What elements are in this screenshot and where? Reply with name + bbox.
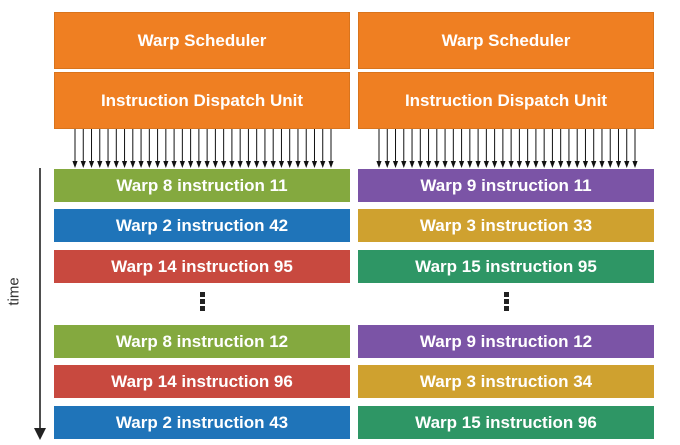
dispatch-lane-arrowhead xyxy=(450,161,456,168)
instruction-row-right-5: Warp 3 instruction 34 xyxy=(358,365,654,398)
dispatch-lane-arrowhead xyxy=(508,161,514,168)
dispatch-lane-arrowhead xyxy=(392,161,399,168)
instruction-row-right-2: Warp 3 instruction 33 xyxy=(358,209,654,242)
dispatch-lane-arrowhead xyxy=(72,161,78,168)
ellipsis-dots-left xyxy=(198,292,206,313)
dispatch-lane-arrowhead xyxy=(130,161,136,168)
dispatch-lane-arrowhead xyxy=(237,161,243,168)
instruction-row-right-6: Warp 15 instruction 96 xyxy=(358,406,654,439)
dispatch-lane-arrowhead xyxy=(221,161,227,168)
dispatch-lane-arrowhead xyxy=(171,161,177,168)
dispatch-lane-arrowhead xyxy=(270,161,276,168)
instruction-row-left-1: Warp 8 instruction 11 xyxy=(54,169,350,202)
dispatch-lane-arrowhead xyxy=(409,161,415,168)
dispatch-lane-arrowhead xyxy=(624,161,630,168)
dispatch-lane-arrowhead xyxy=(525,161,531,168)
dispatch-lane-arrowhead xyxy=(188,161,194,168)
instruction-dispatch-unit-box: Instruction Dispatch Unit xyxy=(54,72,350,129)
dispatch-lane-arrowhead xyxy=(287,161,293,168)
dispatch-lane-arrowhead xyxy=(97,161,103,168)
dispatch-lane-arrowhead xyxy=(376,161,382,168)
dispatch-lane-arrowhead xyxy=(566,161,572,168)
dispatch-arrows xyxy=(376,129,638,168)
dispatch-lane-arrowhead xyxy=(245,161,252,168)
dispatch-lane-arrowhead xyxy=(442,161,448,168)
dispatch-lane-arrowhead xyxy=(541,161,547,168)
dispatch-lane-arrowhead xyxy=(295,161,301,168)
time-axis xyxy=(34,168,46,440)
dispatch-lane-arrowhead xyxy=(401,161,407,168)
dispatch-lane-arrowhead xyxy=(483,161,489,168)
instruction-row-right-4: Warp 9 instruction 12 xyxy=(358,325,654,358)
dispatch-lane-arrowhead xyxy=(607,161,613,168)
dispatch-lane-arrowhead xyxy=(278,161,285,168)
dispatch-lane-arrowhead xyxy=(204,161,210,168)
dispatch-lane-arrowhead xyxy=(574,161,580,168)
dispatch-lane-arrowhead xyxy=(599,161,605,168)
dispatch-lane-arrowhead xyxy=(212,161,218,168)
dispatch-lane-arrowhead xyxy=(88,161,95,168)
warp-scheduler-box: Warp Scheduler xyxy=(358,12,654,69)
dispatch-lane-arrowhead xyxy=(105,161,111,168)
instruction-row-left-5: Warp 14 instruction 96 xyxy=(54,365,350,398)
dispatch-lane-arrowhead xyxy=(146,161,152,168)
dispatch-lane-arrowhead xyxy=(320,161,326,168)
warp-scheduler-box: Warp Scheduler xyxy=(54,12,350,69)
dispatch-lane-arrowhead xyxy=(516,161,522,168)
dispatch-lane-arrowhead xyxy=(229,161,235,168)
dispatch-lane-arrowhead xyxy=(163,161,169,168)
dispatch-lane-arrowhead xyxy=(582,161,589,168)
instruction-row-left-2: Warp 2 instruction 42 xyxy=(54,209,350,242)
dispatch-lane-arrowhead xyxy=(328,161,334,168)
dispatch-lane-arrowhead xyxy=(533,161,539,168)
dispatch-lane-arrowhead xyxy=(113,161,119,168)
time-axis-label: time xyxy=(5,277,23,306)
dispatch-lane-arrowhead xyxy=(384,161,390,168)
instruction-row-right-3: Warp 15 instruction 95 xyxy=(358,250,654,283)
instruction-row-right-1: Warp 9 instruction 11 xyxy=(358,169,654,202)
ellipsis-dots-right xyxy=(502,292,510,313)
dispatch-lane-arrowhead xyxy=(558,161,564,168)
dispatch-lane-arrowhead xyxy=(121,161,128,168)
dispatch-lane-arrowhead xyxy=(303,161,309,168)
dispatch-lane-arrowhead xyxy=(632,161,638,168)
dispatch-lane-arrowhead xyxy=(417,161,423,168)
dispatch-lane-arrowhead xyxy=(492,161,498,168)
dispatch-lane-arrowhead xyxy=(262,161,268,168)
dispatch-lane-arrowhead xyxy=(311,161,318,168)
dispatch-lane-arrowhead xyxy=(138,161,144,168)
instruction-row-left-4: Warp 8 instruction 12 xyxy=(54,325,350,358)
instruction-row-left-6: Warp 2 instruction 43 xyxy=(54,406,350,439)
dispatch-lane-arrowhead xyxy=(591,161,597,168)
dispatch-lane-arrowhead xyxy=(500,161,506,168)
dispatch-lane-arrowhead xyxy=(615,161,622,168)
dispatch-lane-arrowhead xyxy=(196,161,202,168)
dispatch-lane-arrowhead xyxy=(467,161,473,168)
instruction-dispatch-unit-box: Instruction Dispatch Unit xyxy=(358,72,654,129)
dispatch-lane-arrowhead xyxy=(425,161,432,168)
dispatch-lane-arrowhead xyxy=(254,161,260,168)
dispatch-lane-arrowhead xyxy=(475,161,481,168)
dispatch-lane-arrowhead xyxy=(549,161,556,168)
dispatch-lane-arrowhead xyxy=(179,161,185,168)
dispatch-lane-arrowhead xyxy=(80,161,86,168)
dispatch-lane-arrowhead xyxy=(154,161,161,168)
instruction-row-left-3: Warp 14 instruction 95 xyxy=(54,250,350,283)
dispatch-lane-arrowhead xyxy=(458,161,465,168)
dispatch-lane-arrowhead xyxy=(434,161,440,168)
dispatch-arrows xyxy=(72,129,334,168)
time-axis-arrowhead xyxy=(34,428,46,440)
